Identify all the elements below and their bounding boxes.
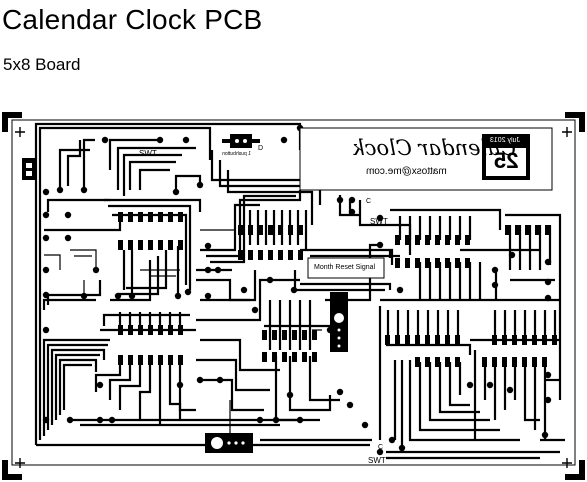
- page-title: Calendar Clock PCB: [2, 4, 263, 35]
- month-reset-box: [307, 257, 385, 279]
- swt-bottom-label: SWT: [368, 456, 386, 465]
- ic-u4: [262, 330, 317, 362]
- ic-u2: [118, 325, 183, 365]
- month-reset-label: Month Reset Signal: [314, 264, 376, 271]
- date-month-text: July 2013: [490, 137, 520, 144]
- d-pin-label: D: [258, 145, 264, 152]
- swt-mid-label: SWT: [370, 217, 388, 226]
- ic-u6: [385, 335, 460, 367]
- c-pin-bottom-label: C: [378, 444, 384, 451]
- voltage-regulator: [330, 292, 348, 352]
- page-subtitle: 5x8 Board: [3, 55, 81, 74]
- logo-area: [299, 127, 553, 191]
- thin-traces: [44, 229, 322, 440]
- ic-u8: [505, 225, 550, 235]
- power-jack: [205, 433, 253, 453]
- ic-pads: [118, 212, 557, 367]
- board-outline: [11, 119, 576, 466]
- crosshair-marks: [15, 127, 572, 468]
- c-pin-top-label: C: [366, 198, 372, 205]
- ic-u3: [238, 225, 303, 260]
- battery-connector: [22, 158, 36, 180]
- ic-u7: [482, 335, 557, 367]
- vias: [42, 124, 552, 456]
- ic-u1: [118, 212, 183, 250]
- pushbutton-component: [222, 134, 260, 148]
- date-day-text: 25: [494, 148, 519, 173]
- email-text: mattosx@me.com: [366, 166, 447, 177]
- ic-u5: [395, 235, 470, 268]
- corner-marks: [2, 112, 585, 480]
- pushbutton-label: 1 pushbutton: [222, 151, 251, 157]
- swt-top-label: SWT: [139, 149, 157, 158]
